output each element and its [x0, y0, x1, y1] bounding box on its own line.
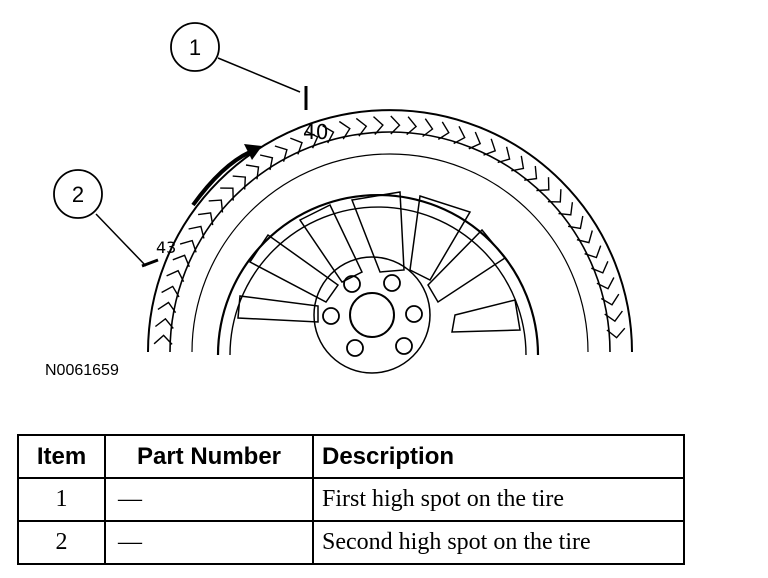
table-header-row: Item Part Number Description [17, 434, 685, 479]
row-item: 2 [17, 520, 106, 565]
table-row: 2 — Second high spot on the tire [17, 520, 685, 565]
tread-mark [338, 120, 351, 140]
tread-mark [453, 125, 466, 145]
row-item: 1 [17, 477, 106, 522]
tread-mark [437, 121, 450, 140]
tread-mark [511, 155, 525, 172]
tread-mark [468, 131, 482, 150]
second-high-spot-mark: 43 [141, 238, 176, 268]
tread-mark [172, 254, 190, 268]
tread-mark [232, 175, 247, 190]
tread-mark [245, 164, 260, 180]
row-part-number: — [104, 477, 314, 522]
tread-mark [355, 117, 368, 137]
tread-mark [161, 285, 180, 298]
tread-mark [591, 261, 609, 274]
tire-tread-pattern [153, 115, 626, 345]
tread-mark [567, 215, 584, 230]
tread-mark [153, 334, 173, 345]
first-mark-label: 40 [303, 120, 328, 144]
row-description: Second high spot on the tire [312, 520, 685, 565]
tread-mark [406, 116, 418, 136]
tire-diagram: 40 43 1 2 N0061659 [45, 22, 633, 379]
tread-mark [422, 118, 434, 138]
tread-mark [259, 154, 274, 171]
tread-mark [547, 189, 562, 203]
tread-mark [604, 310, 623, 323]
callout-2: 2 [53, 169, 147, 267]
tread-mark [290, 137, 303, 155]
tread-mark [497, 146, 511, 164]
header-item: Item [17, 434, 106, 479]
callout-2-number: 2 [72, 182, 84, 207]
tread-mark [596, 277, 615, 290]
callout-1: 1 [170, 22, 301, 93]
tread-mark [483, 138, 497, 156]
wheel-hub [313, 256, 431, 374]
tread-mark [558, 202, 574, 216]
wheel-spokes [237, 191, 521, 333]
first-high-spot-mark: 40 [303, 86, 328, 144]
parts-table: Item Part Number Description 1 — First h… [17, 434, 685, 565]
rotation-arrow [191, 144, 262, 207]
tread-mark [166, 269, 185, 283]
tread-mark [198, 212, 214, 226]
tread-mark [524, 165, 538, 181]
tread-mark [606, 327, 626, 339]
tread-mark [600, 293, 620, 306]
second-mark-label: 43 [156, 238, 176, 257]
tread-mark [179, 239, 197, 253]
tread-mark [576, 230, 593, 244]
tread-mark [305, 130, 319, 149]
tread-mark [536, 177, 550, 192]
header-description: Description [312, 434, 685, 479]
table-row: 1 — First high spot on the tire [17, 477, 685, 522]
tread-mark [157, 301, 177, 314]
tread-mark [208, 199, 224, 213]
tread-mark [154, 317, 174, 329]
tread-mark [220, 187, 234, 201]
header-part-number: Part Number [104, 434, 314, 479]
tread-mark [584, 245, 602, 259]
tread-mark [188, 225, 205, 239]
tread-mark [274, 145, 288, 162]
tire-outline [147, 109, 633, 353]
row-description: First high spot on the tire [312, 477, 685, 522]
tread-mark [373, 116, 384, 135]
callout-1-number: 1 [189, 35, 201, 60]
tread-mark [322, 125, 335, 144]
figure-id: N0061659 [45, 362, 119, 379]
tread-mark [390, 115, 401, 135]
row-part-number: — [104, 520, 314, 565]
